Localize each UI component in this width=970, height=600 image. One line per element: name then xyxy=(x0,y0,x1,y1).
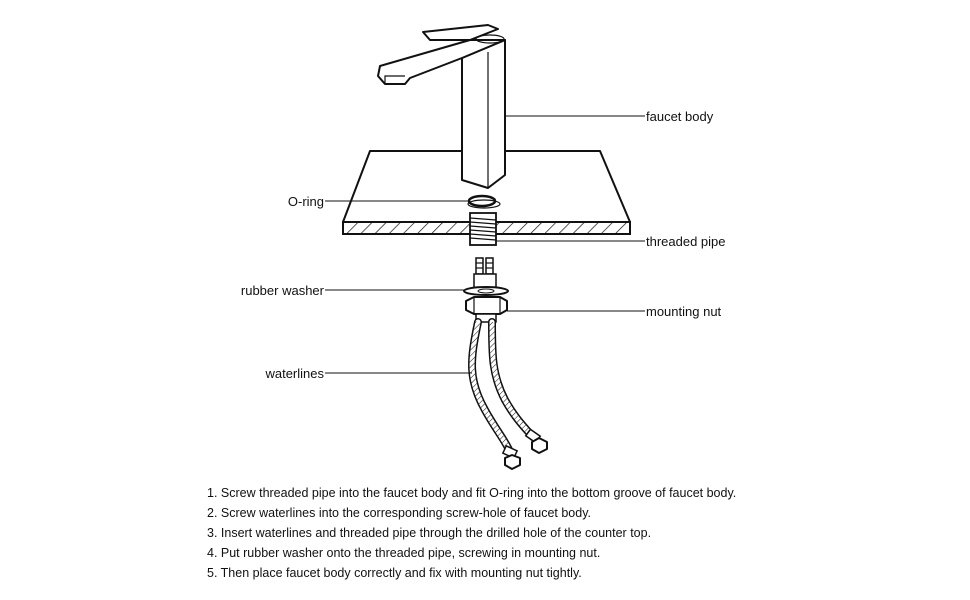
rubber-washer xyxy=(463,286,509,296)
waterline-top-fittings xyxy=(473,257,497,289)
step-item: 4. Put rubber washer onto the threaded p… xyxy=(207,546,601,560)
label-faucet-body: faucet body xyxy=(646,109,714,124)
waterline-end-fitting-left xyxy=(501,444,521,470)
label-o-ring: O-ring xyxy=(288,194,324,209)
step-item: 1. Screw threaded pipe into the faucet b… xyxy=(207,486,737,500)
threaded-pipe xyxy=(469,212,497,246)
installation-steps: 1. Screw threaded pipe into the faucet b… xyxy=(207,483,736,583)
mounting-nut xyxy=(465,296,508,323)
waterline-end-fitting-right xyxy=(524,428,548,454)
faucet-body xyxy=(377,24,506,189)
label-threaded-pipe: threaded pipe xyxy=(646,234,726,249)
step-item: 5. Then place faucet body correctly and … xyxy=(207,566,582,580)
waterlines xyxy=(468,318,548,470)
label-rubber-washer: rubber washer xyxy=(241,283,325,298)
step-item: 3. Insert waterlines and threaded pipe t… xyxy=(207,526,652,540)
step-item: 2. Screw waterlines into the correspondi… xyxy=(207,506,591,520)
label-mounting-nut: mounting nut xyxy=(646,304,722,319)
leader-lines xyxy=(325,115,645,374)
label-waterlines: waterlines xyxy=(264,366,324,381)
